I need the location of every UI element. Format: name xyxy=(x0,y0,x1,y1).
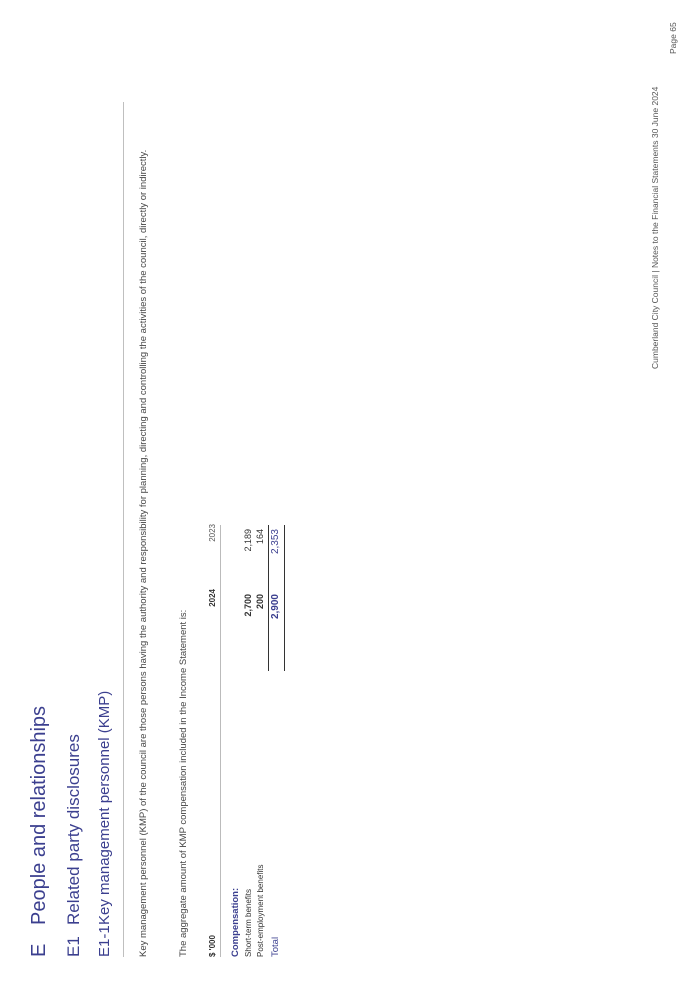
total-rule xyxy=(284,525,285,671)
row-label-post-employment: Post-employment benefits xyxy=(256,864,265,958)
value-short-term-2024: 2,700 xyxy=(243,594,253,617)
value-post-employment-2024: 200 xyxy=(255,594,265,610)
section-code: E xyxy=(28,943,50,957)
running-header: Cumberland City Council | Notes to the F… xyxy=(650,86,660,369)
col-header-2024: 2024 xyxy=(208,589,217,607)
kmp-definition: Key management personnel (KMP) of the co… xyxy=(138,149,149,957)
aggregate-intro: The aggregate amount of KMP compensation… xyxy=(178,609,189,957)
heading-divider xyxy=(123,102,124,957)
subsection-title: Related party disclosures xyxy=(64,734,83,925)
value-post-employment-2023: 164 xyxy=(255,529,265,545)
subsection-code: E1 xyxy=(64,936,83,957)
note-code: E1-1 xyxy=(96,925,113,957)
total-2023: 2,353 xyxy=(270,529,281,555)
table-header-rule xyxy=(220,525,221,957)
note-title: Key management personnel (KMP) xyxy=(96,690,113,925)
subtotal-rule xyxy=(268,525,269,671)
compensation-label: Compensation: xyxy=(230,887,241,957)
section-heading: E People and relationships xyxy=(28,706,51,957)
row-label-short-term: Short-term benefits xyxy=(244,888,253,957)
section-title: People and relationships xyxy=(28,705,50,925)
unit-label: $ '000 xyxy=(208,935,217,957)
subsection-heading: E1 Related party disclosures xyxy=(64,734,84,957)
value-short-term-2023: 2,189 xyxy=(243,529,253,552)
col-header-2023: 2023 xyxy=(208,524,217,542)
page-number: Page 65 xyxy=(668,22,678,54)
note-heading: E1-1Key management personnel (KMP) xyxy=(96,691,113,957)
total-2024: 2,900 xyxy=(270,594,281,620)
total-label: Total xyxy=(270,936,281,957)
